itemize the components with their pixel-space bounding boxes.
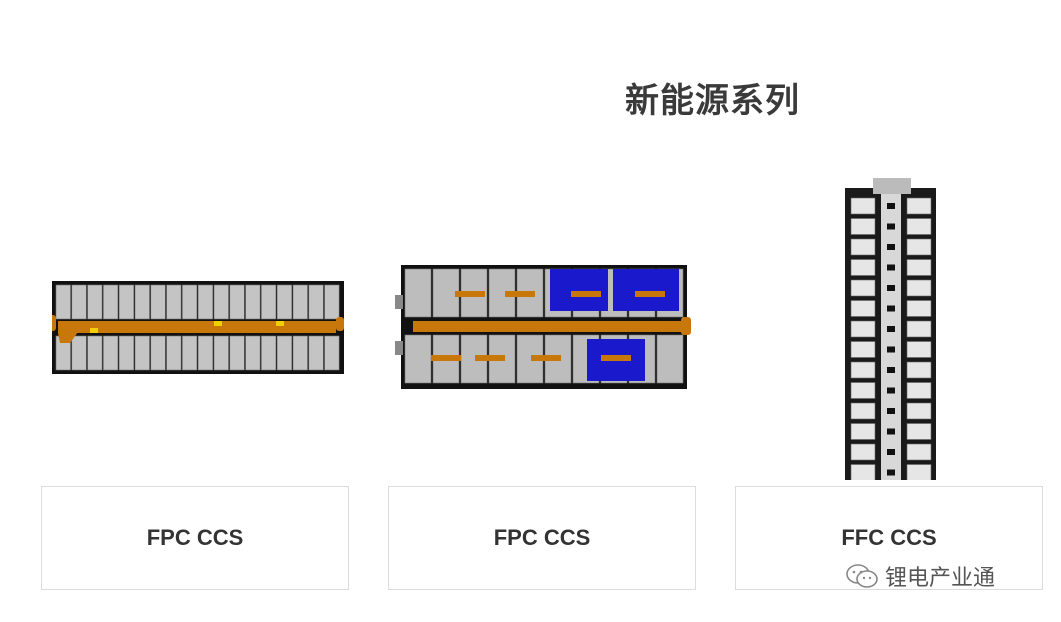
- battery-module-fpc-image: [52, 281, 344, 374]
- battery-module-fpc-blue-image: [395, 265, 691, 389]
- product-card-label: FFC CCS: [841, 525, 937, 550]
- page-title: 新能源系列: [625, 81, 800, 121]
- battery-module-ffc-image: [845, 178, 936, 480]
- product-card-label: FPC CCS: [493, 525, 591, 550]
- wechat-icon: [846, 564, 878, 588]
- product-card-label: FPC CCS: [146, 525, 244, 550]
- product-card-fpc-ccs-2[interactable]: FPC CCS: [388, 486, 696, 590]
- product-card-ffc-ccs[interactable]: FFC CCS: [735, 486, 1043, 590]
- watermark-text: 锂电产业通: [885, 566, 996, 591]
- watermark: 锂电产业通: [845, 560, 995, 592]
- product-card-fpc-ccs-1[interactable]: FPC CCS: [41, 486, 349, 590]
